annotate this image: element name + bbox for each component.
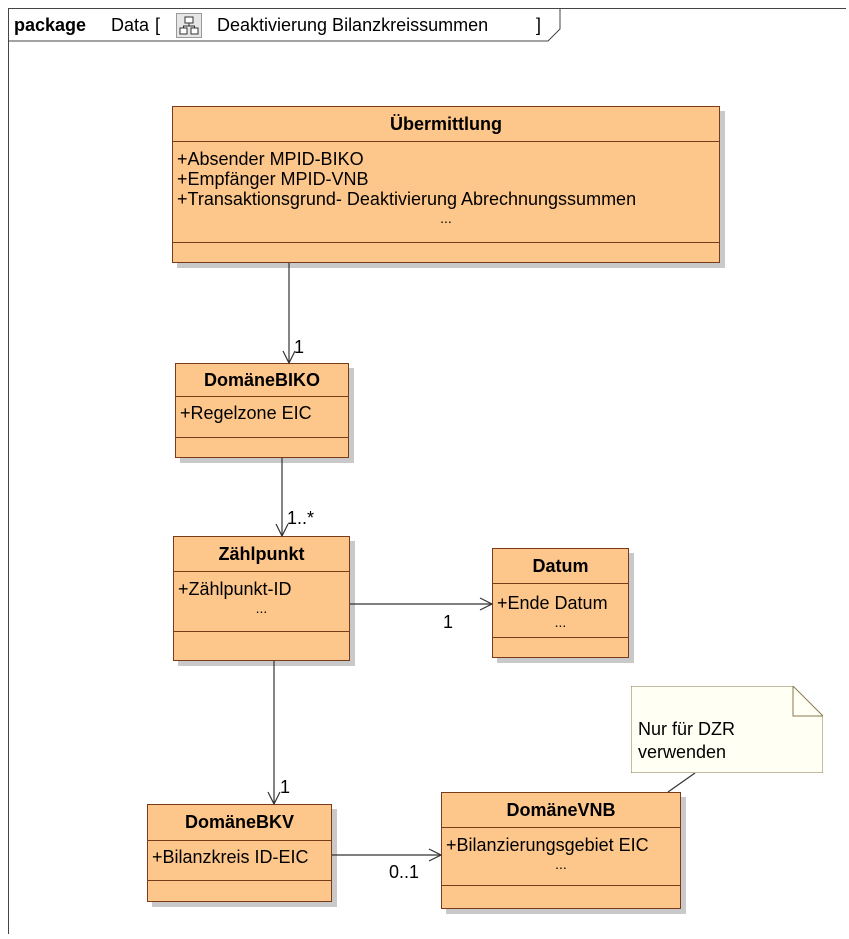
attribute: +Bilanzkreis ID-EIC (152, 847, 309, 867)
class-uebermittlung[interactable]: Übermittlung +Absender MPID-BIKO +Empfän… (172, 106, 720, 263)
attribute-ellipsis: ... (554, 614, 567, 630)
attribute-ellipsis: ... (255, 600, 268, 616)
class-diagram-icon (176, 13, 202, 38)
note-line: Nur für DZR (638, 719, 736, 739)
package-keyword: package (14, 15, 87, 35)
class-domaene-vnb[interactable]: DomäneVNB +Bilanzierungsgebiet EIC ... (441, 792, 681, 909)
arrowhead-icon (275, 523, 289, 538)
note-line: verwenden (638, 742, 727, 762)
multiplicity-label: 1..* (287, 508, 315, 528)
class-attributes: +Absender MPID-BIKO +Empfänger MPID-VNB … (173, 142, 719, 243)
class-attributes: +Zählpunkt-ID ... (174, 572, 349, 632)
bracket-close: ] (536, 15, 542, 35)
attribute: +Empfänger MPID-VNB (177, 169, 369, 189)
class-name: Übermittlung (173, 107, 719, 142)
arrowhead-icon (479, 597, 494, 611)
attribute-ellipsis: ... (440, 210, 452, 226)
attribute: +Absender MPID-BIKO (177, 149, 364, 169)
attribute: +Ende Datum (497, 593, 608, 613)
attribute: +Bilanzierungsgebiet EIC (446, 835, 649, 855)
multiplicity-label: 1 (280, 777, 291, 797)
class-name: Datum (493, 549, 628, 584)
attribute-ellipsis: ... (555, 856, 567, 872)
note-anchor-line (667, 772, 696, 793)
class-attributes: +Bilanzierungsgebiet EIC ... (442, 828, 680, 886)
multiplicity-label: 1 (443, 612, 454, 632)
class-domaene-bkv[interactable]: DomäneBKV +Bilanzkreis ID-EIC (147, 804, 332, 902)
class-zaehlpunkt[interactable]: Zählpunkt +Zählpunkt-ID ... (173, 536, 350, 661)
class-attributes: +Bilanzkreis ID-EIC (148, 841, 331, 881)
attribute: +Transaktionsgrund- Deaktivierung Abrech… (177, 189, 637, 209)
class-domaene-biko[interactable]: DomäneBIKO +Regelzone EIC (175, 363, 349, 458)
arrowhead-icon (428, 848, 443, 862)
multiplicity-label: 0..1 (389, 862, 420, 882)
class-name: DomäneVNB (442, 793, 680, 828)
arrowhead-icon (282, 350, 296, 365)
attribute: +Regelzone EIC (180, 403, 312, 423)
class-name: Zählpunkt (174, 537, 349, 572)
note-shape[interactable] (631, 686, 823, 773)
class-name: DomäneBKV (148, 805, 331, 841)
attribute: +Zählpunkt-ID (178, 579, 292, 599)
class-attributes: +Regelzone EIC (176, 397, 348, 438)
class-attributes: +Ende Datum ... (493, 584, 628, 638)
multiplicity-label: 1 (294, 337, 305, 357)
header-tab-outline (8, 8, 561, 42)
class-name: DomäneBIKO (176, 364, 348, 397)
class-datum[interactable]: Datum +Ende Datum ... (492, 548, 629, 658)
package-name: Data (111, 15, 150, 35)
arrowhead-icon (267, 791, 281, 806)
bracket-open: [ (155, 15, 161, 35)
diagram-frame (8, 8, 846, 934)
diagram-title: Deaktivierung Bilanzkreissummen (217, 15, 489, 35)
